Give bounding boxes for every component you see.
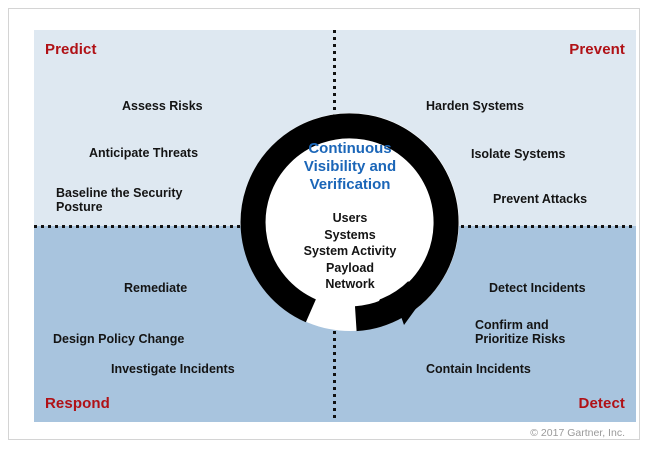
item-design-policy-change: Design Policy Change — [53, 332, 185, 346]
item-harden-systems: Harden Systems — [426, 99, 524, 113]
item-remediate: Remediate — [124, 281, 188, 295]
diagram-frame: Predict Prevent Respond Detect Assess Ri… — [8, 8, 640, 440]
item-baseline-the-security-posture: Baseline the Security Posture — [56, 186, 183, 214]
copyright-notice: © 2017 Gartner, Inc. — [530, 427, 625, 439]
quadrant-title-predict: Predict — [45, 41, 97, 58]
item-investigate-incidents: Investigate Incidents — [111, 362, 235, 376]
item-prevent-attacks: Prevent Attacks — [493, 192, 588, 206]
continuous-cycle-ring-icon — [237, 109, 463, 335]
item-anticipate-threats: Anticipate Threats — [89, 146, 199, 160]
item-contain-incidents: Contain Incidents — [426, 362, 531, 376]
item-confirm-and-prioritize-risks: Confirm and Prioritize Risks — [475, 318, 566, 346]
item-detect-incidents: Detect Incidents — [489, 281, 586, 295]
quadrant-title-respond: Respond — [45, 395, 110, 412]
quadrant-panel: Predict Prevent Respond Detect Assess Ri… — [34, 30, 636, 422]
quadrant-title-detect: Detect — [578, 395, 625, 412]
quadrant-title-prevent: Prevent — [569, 41, 625, 58]
item-isolate-systems: Isolate Systems — [471, 147, 566, 161]
item-assess-risks: Assess Risks — [122, 99, 203, 113]
